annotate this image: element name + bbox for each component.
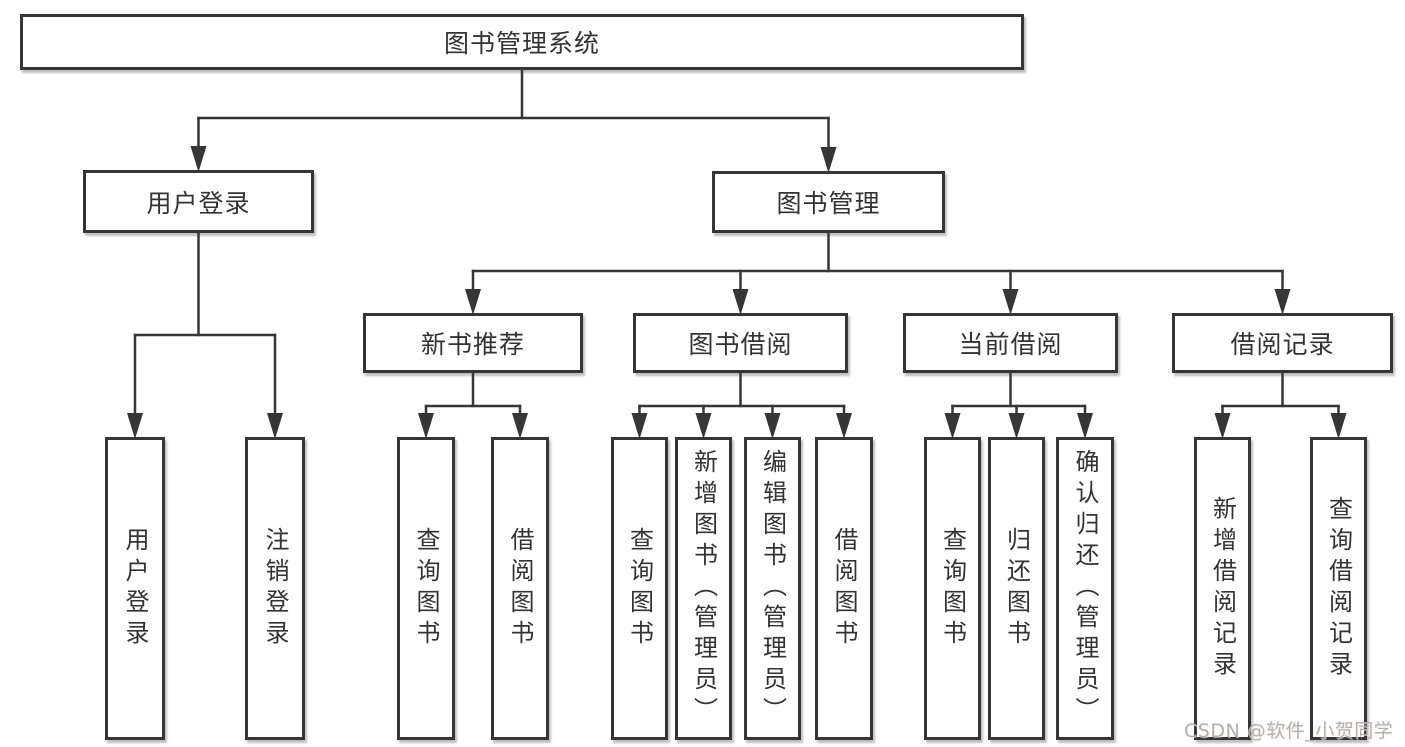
node-label-book-borrow: 图书借阅: [688, 330, 793, 359]
node-label-logout: 注销登录: [261, 526, 289, 651]
node-bb-borrow: 借阅图书: [815, 437, 873, 740]
node-nb-query: 查询图书: [397, 437, 455, 740]
node-label-nb-query: 查询图书: [412, 526, 440, 651]
node-root: 图书管理系统: [20, 14, 1024, 70]
node-label-cb-query: 查询图书: [938, 526, 967, 651]
node-br-add: 新增借阅记录: [1194, 437, 1251, 740]
node-label-root: 图书管理系统: [443, 29, 600, 58]
node-label-login: 用户登录: [121, 526, 149, 651]
node-borrow-records: 借阅记录: [1172, 313, 1393, 373]
node-label-nb-borrow: 借阅图书: [506, 526, 534, 651]
node-label-book-mgmt: 图书管理: [776, 189, 881, 218]
node-book-borrow: 图书借阅: [633, 313, 848, 373]
node-bb-query: 查询图书: [611, 437, 668, 740]
node-label-br-add: 新增借阅记录: [1208, 495, 1237, 682]
node-br-query: 查询借阅记录: [1310, 437, 1367, 740]
node-cb-confirm: 确认归还（管理员）: [1056, 437, 1114, 740]
node-label-user-login: 用户登录: [146, 188, 251, 218]
node-cb-query: 查询图书: [924, 437, 981, 740]
node-label-cb-return: 归还图书: [1002, 526, 1031, 651]
node-bb-edit: 编辑图书（管理员）: [744, 437, 801, 740]
node-logout: 注销登录: [245, 437, 305, 740]
node-label-bb-add: 新增图书（管理员）: [689, 449, 718, 728]
node-book-mgmt: 图书管理: [712, 171, 945, 233]
node-label-new-books: 新书推荐: [420, 330, 525, 359]
node-label-bb-query: 查询图书: [625, 526, 654, 651]
node-label-bb-borrow: 借阅图书: [830, 526, 858, 651]
node-label-cb-confirm: 确认归还（管理员）: [1071, 449, 1099, 728]
node-label-current-borrow: 当前借阅: [958, 330, 1063, 359]
node-user-login: 用户登录: [83, 170, 314, 233]
node-login: 用户登录: [105, 437, 165, 740]
node-cb-return: 归还图书: [988, 437, 1045, 740]
node-label-borrow-records: 借阅记录: [1230, 330, 1335, 359]
node-new-books: 新书推荐: [363, 313, 583, 373]
node-bb-add: 新增图书（管理员）: [675, 437, 732, 740]
watermark: CSDN @软件_小贺同学: [1184, 720, 1394, 742]
node-label-br-query: 查询借阅记录: [1324, 495, 1353, 682]
node-current-borrow: 当前借阅: [903, 313, 1118, 373]
node-label-bb-edit: 编辑图书（管理员）: [758, 449, 787, 728]
node-nb-borrow: 借阅图书: [491, 437, 549, 740]
